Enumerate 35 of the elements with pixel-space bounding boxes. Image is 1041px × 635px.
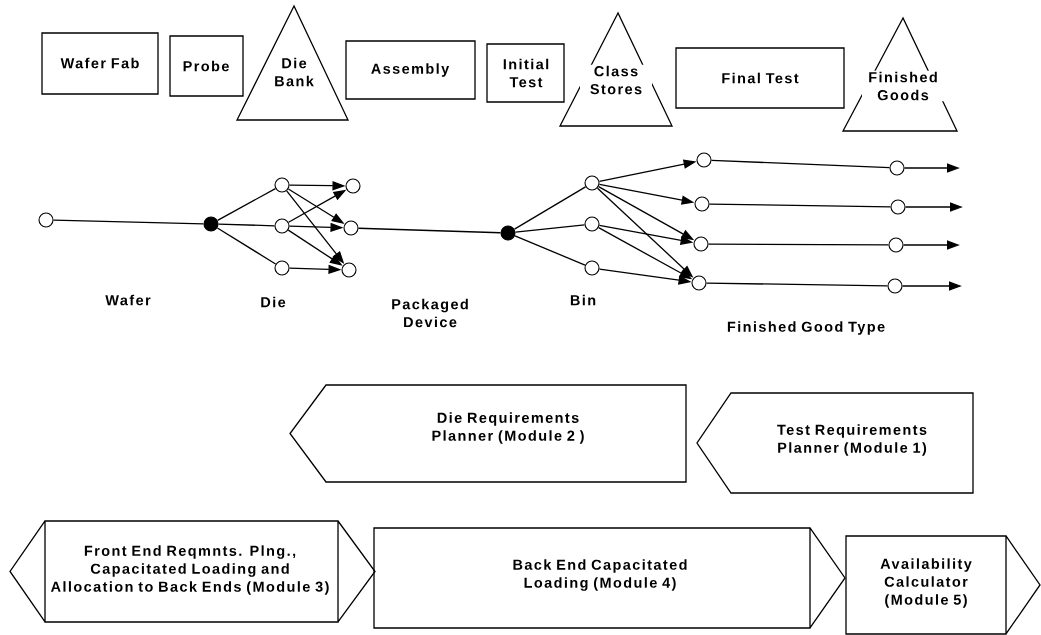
circle-node (691, 275, 707, 291)
stage-label: Wafer (105, 294, 151, 306)
filled-circle (500, 225, 516, 241)
module-hexagon: Front End Reqmnts. Plng., Capacitated Loading and Allocation to Back Ends (Module 3) (9, 520, 376, 623)
stage-label: Packaged Device (392, 298, 468, 328)
stage-label: Bin (570, 294, 596, 306)
circle-node (38, 212, 54, 228)
circle-node (274, 218, 290, 234)
circle-node (584, 175, 600, 191)
circle-node (274, 177, 290, 193)
circle-node (584, 260, 600, 276)
circle-node (888, 237, 904, 253)
circle-node (696, 152, 712, 168)
circle-node (887, 278, 903, 294)
circle-node (343, 220, 359, 236)
filled-circle (203, 216, 219, 232)
stage-box: Initial Test (486, 43, 565, 103)
module-pentagon: Back End Capacitated Loading (Module 4) (373, 527, 846, 629)
circle-node (274, 260, 290, 276)
module-pentagon: Die Requirements Planner (Module 2 ) (289, 384, 687, 483)
stage-box: Probe (169, 35, 244, 97)
circle-node (694, 196, 710, 212)
stage-label: Finished Good Type (727, 321, 885, 335)
stage-box: Wafer Fab (41, 32, 159, 95)
stage-box: Final Test (675, 47, 845, 109)
circle-node (584, 216, 600, 232)
module-pentagon: Test Requirements Planner (Module 1) (696, 392, 974, 494)
circle-node (345, 178, 361, 194)
circle-node (341, 262, 357, 278)
circle-node (693, 236, 709, 252)
stage-box: Assembly (345, 40, 476, 100)
circle-node (890, 199, 906, 215)
circle-node (889, 160, 905, 176)
stage-label: Die (261, 296, 286, 308)
module-pentagon: Availability Calculator (Module 5) (845, 535, 1041, 635)
